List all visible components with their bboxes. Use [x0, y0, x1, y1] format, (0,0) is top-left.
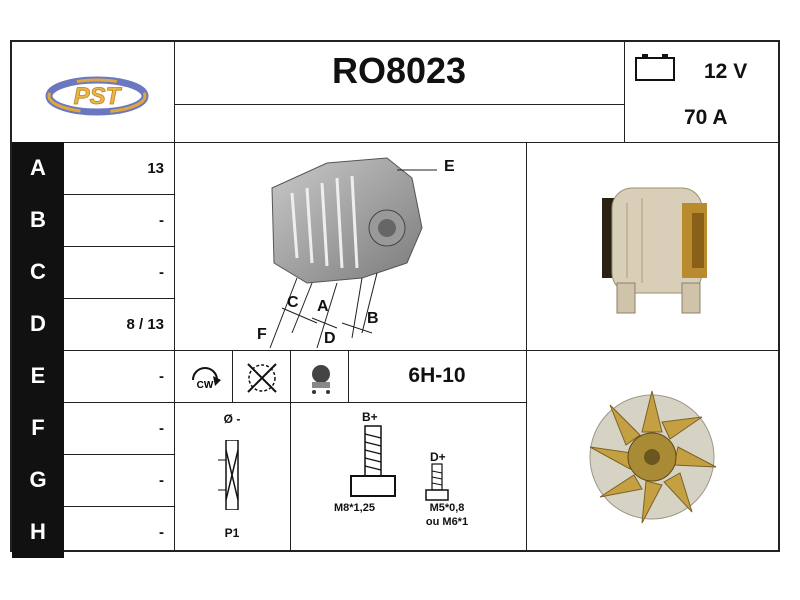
grid-line: [624, 42, 625, 142]
dimension-value: 13: [147, 159, 164, 177]
grid-line: [64, 194, 174, 195]
no-fan-icon: [242, 360, 282, 396]
alternator-side-icon: [602, 187, 707, 314]
dimension-value: -: [159, 263, 164, 281]
dimension-letter: F: [12, 402, 64, 454]
grid-line: [64, 454, 174, 455]
grid-line: [174, 104, 624, 105]
grid-line: [348, 350, 349, 402]
product-photo-side: [582, 168, 732, 328]
dimension-letter: D: [12, 298, 64, 350]
dimension-letter: B: [12, 194, 64, 246]
label-d: D: [324, 330, 336, 347]
rotation-icon: CW: [187, 360, 223, 396]
dimension-value: 8 / 13: [126, 315, 164, 333]
alternator-front-icon: [589, 390, 717, 524]
voltage-value: 12 V: [704, 60, 748, 83]
grid-line: [174, 402, 526, 403]
dimension-letter: G: [12, 454, 64, 506]
d-plus-thread-1: M5*0,8: [429, 502, 465, 514]
grid-line: [12, 142, 778, 143]
dimension-letter: H: [12, 506, 64, 558]
label-f: F: [257, 326, 267, 343]
dimension-value: -: [159, 211, 164, 229]
regulator-icon: [304, 360, 338, 396]
grid-line: [64, 246, 174, 247]
rotation-label: CW: [197, 380, 214, 391]
grid-line: [526, 142, 527, 552]
label-a: A: [317, 298, 329, 315]
dimension-value: -: [159, 523, 164, 541]
dimension-value: -: [159, 471, 164, 489]
grid-line: [290, 350, 291, 402]
grid-line: [526, 350, 778, 351]
grid-line: [64, 298, 174, 299]
brand-logo: PST: [42, 60, 152, 126]
b-plus-thread: M8*1,25: [334, 502, 375, 514]
grid-line: [174, 350, 526, 351]
grid-line: [174, 42, 175, 552]
dimension-value: -: [159, 419, 164, 437]
b-plus-bolt-icon: [347, 424, 401, 504]
grid-line: [64, 350, 174, 351]
label-c: C: [287, 294, 299, 311]
dimension-letter: E: [12, 350, 64, 402]
label-b: B: [367, 310, 379, 327]
d-plus-thread-2: ou M6*1: [425, 516, 469, 528]
alternator-sketch-icon: [269, 157, 437, 349]
logo-text: PST: [74, 83, 123, 110]
grid-line: [64, 402, 174, 403]
grid-line: [232, 350, 233, 402]
logo-icon: PST: [45, 76, 149, 116]
d-plus-bolt-icon: [420, 462, 456, 502]
dimension-letter: C: [12, 246, 64, 298]
b-plus-label: B+: [362, 410, 378, 424]
pulley-diameter: Ø -: [223, 412, 241, 426]
d-plus-label: D+: [430, 450, 446, 464]
dimension-diagram: E C A B F D: [212, 148, 512, 349]
product-photo-front: [582, 377, 732, 537]
dimension-value: -: [159, 367, 164, 385]
amperage-value: 70 A: [684, 106, 728, 129]
label-e: E: [444, 158, 455, 175]
grid-line: [290, 402, 291, 552]
connector-code: 6H-10: [408, 364, 466, 387]
part-number: RO8023: [331, 50, 467, 91]
grid-line: [64, 506, 174, 507]
dimension-letter: A: [12, 142, 64, 194]
pulley-label: P1: [224, 526, 240, 540]
pulley-icon: [212, 439, 252, 511]
battery-icon: [634, 52, 678, 82]
